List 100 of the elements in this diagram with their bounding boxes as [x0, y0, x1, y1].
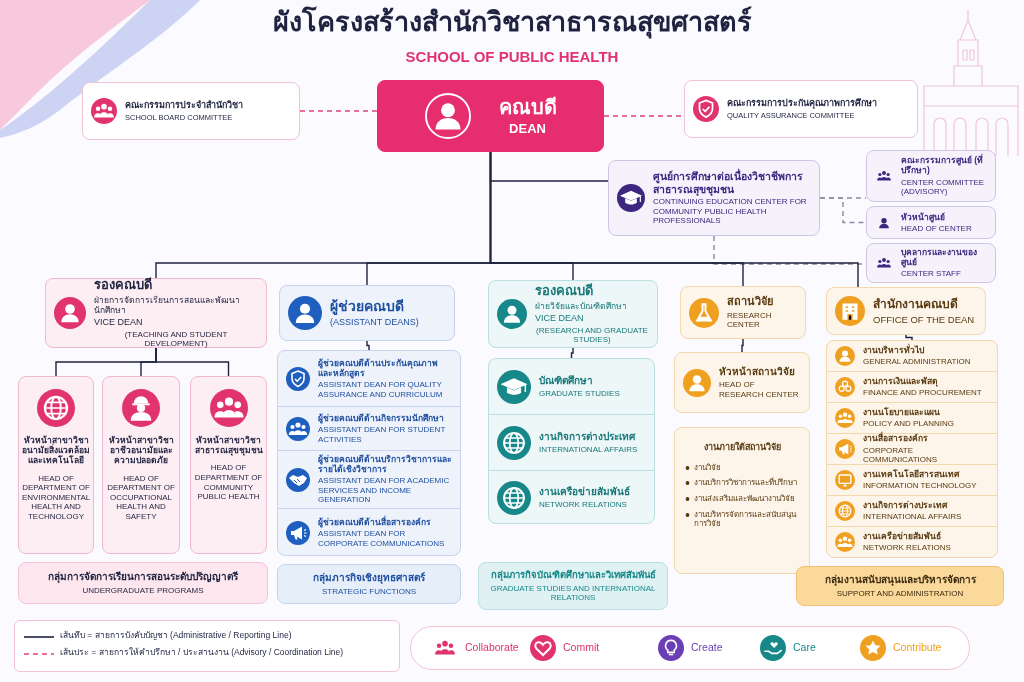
- node-title: หัวหน้าสาขาวิชาอาชีวอนามัยและความปลอดภัย: [107, 435, 175, 466]
- node-subtitle: (ASSISTANT DEANS): [330, 317, 419, 328]
- node-title: งานสื่อสารองค์กร: [863, 433, 929, 444]
- node-subtitle: CENTER COMMITTEE (ADVISORY): [901, 177, 986, 197]
- value-label: Care: [793, 641, 816, 654]
- node-title: งานการเงินและพัสดุ: [863, 376, 939, 387]
- node-subtitle: HEAD OF CENTER: [901, 223, 972, 234]
- list-row: [827, 434, 997, 465]
- list-panel: [488, 358, 655, 524]
- department-card: [190, 376, 267, 554]
- org-box: [684, 80, 918, 138]
- node-title: งานกิจการต่างประเทศ: [539, 430, 637, 443]
- department-card: [102, 376, 180, 554]
- node-title: หัวหน้าสาขาวิชาสาธารณสุขชุมชน: [194, 435, 263, 456]
- node-title: งานเครือข่ายสัมพันธ์: [863, 531, 942, 542]
- value-label: Contribute: [893, 641, 942, 654]
- value-label: Collaborate: [465, 641, 519, 654]
- org-box: [826, 287, 986, 335]
- connector-line: [570, 347, 574, 359]
- list-row: [827, 341, 997, 372]
- value-label: Create: [691, 641, 723, 654]
- node-title: งานบริหารทั่วไป: [863, 345, 925, 356]
- node-subtitle: VICE DEAN: [94, 317, 144, 328]
- dashed-connector: [299, 110, 378, 112]
- node-title: ผู้ช่วยคณบดีด้านกิจกรรมนักศึกษา: [318, 412, 445, 423]
- node-subtitle: CONTINUING EDUCATION CENTER FOR COMMUNITY PUBLIC HEALTH PROFESSIONALS: [653, 197, 808, 226]
- group-banner: [796, 566, 1004, 606]
- node-title: งานนโยบายและแผน: [863, 407, 941, 418]
- list-panel: [826, 340, 998, 558]
- connector-line: [155, 347, 230, 377]
- group-banner: [277, 564, 461, 604]
- node-title: ผู้ช่วยคณบดีด้านบริการวิชาการและรายได้เชิงวิชาการ: [318, 453, 452, 475]
- node-title: หัวหน้าศูนย์: [901, 211, 946, 222]
- node-subtitle: NETWORK RELATIONS: [863, 543, 951, 553]
- org-box: [45, 278, 267, 348]
- node-title: บัณฑิตศึกษา: [539, 374, 594, 387]
- node-subtitle: VICE DEAN: [535, 312, 585, 324]
- connector-line: [905, 334, 913, 341]
- node-title: รองคณบดี: [94, 277, 153, 293]
- group-banner: [478, 562, 668, 610]
- node-subtitle: INTERNATIONAL AFFAIRS: [863, 512, 962, 522]
- node-title: สำนักงานคณบดี: [873, 297, 959, 312]
- node-title: คณะกรรมการประจำสำนักวิชา: [125, 100, 243, 111]
- connector-line: [489, 151, 859, 288]
- node-subtitle: ฝ่ายการจัดการเรียนการสอนและพัฒนานักศึกษา: [94, 294, 241, 315]
- node-subtitle: INTERNATIONAL AFFAIRS: [539, 444, 638, 455]
- list-heading: งานภายใต้สถานวิจัย: [702, 442, 782, 453]
- banner-subtitle: UNDERGRADUATE PROGRAMS: [82, 585, 204, 596]
- node-title: คณะกรรมการศูนย์ (ที่ปรึกษา): [901, 155, 985, 176]
- legend-text: เส้นประ = สายการให้คำปรึกษา / ประสานงาน (Advisory / Coordination Line): [60, 647, 344, 658]
- node-subtitle: ASSISTANT DEAN FOR STUDENT ACTIVITIES: [318, 425, 447, 445]
- node-title: งานเครือข่ายสัมพันธ์: [539, 485, 630, 498]
- legend-text: เส้นทึบ = สายการบังคับบัญชา (Administrative / Reporting Line): [60, 630, 292, 641]
- node-subtitle: CENTER STAFF: [901, 269, 962, 279]
- node-title: ผู้ช่วยคณบดี: [330, 298, 405, 315]
- banner-subtitle: SUPPORT AND ADMINISTRATION: [836, 588, 964, 599]
- org-box: [866, 206, 996, 239]
- org-box: [82, 82, 300, 140]
- node-subtitle: ASSISTANT DEAN FOR CORPORATE COMMUNICATIONS: [318, 529, 446, 549]
- node-title: คณะกรรมการประกันคุณภาพการศึกษา: [727, 98, 877, 109]
- node-subtitle: RESEARCH CENTER: [727, 310, 773, 330]
- org-box: [866, 243, 996, 283]
- org-box: [608, 160, 820, 236]
- node-subtitle: ASSISTANT DEAN FOR QUALITY ASSURANCE AND CURRICULUM: [318, 380, 444, 400]
- node-title: หัวหน้าสถานวิจัย: [719, 365, 796, 378]
- node-subtitle: HEAD OF DEPARTMENT OF COMMUNITY PUBLIC HEALTH: [194, 463, 263, 502]
- dean-box: [377, 80, 604, 152]
- banner-title: กลุ่มภารกิจบัณฑิตศึกษาและวิเทศสัมพันธ์: [490, 569, 656, 581]
- node-title: รองคณบดี: [535, 283, 594, 299]
- node-subtitle: (TEACHING AND STUDENT DEVELOPMENT): [123, 329, 229, 349]
- banner-title: กลุ่มงานสนับสนุนและบริหารจัดการ: [824, 573, 976, 586]
- list-panel: [277, 350, 461, 556]
- list-row: [278, 451, 460, 509]
- org-box: [866, 150, 996, 202]
- org-box: [279, 285, 455, 341]
- node-title: หัวหน้าสาขาวิชาอนามัยสิ่งแวดล้อมและเทคโนโลยี: [22, 435, 90, 466]
- node-subtitle: POLICY AND PLANNING: [863, 419, 954, 429]
- banner-subtitle: GRADUATE STUDIES AND INTERNATIONAL RELATIONS: [489, 583, 657, 603]
- node-subtitle: DEAN: [509, 121, 546, 137]
- node-subtitle: FINANCE AND PROCUREMENT: [863, 388, 982, 398]
- org-box: [488, 280, 658, 348]
- node-subtitle: ฝ่ายวิจัยและบัณฑิตศึกษา: [535, 300, 628, 311]
- node-title: ศูนย์การศึกษาต่อเนื่องวิชาชีพการสาธารณสุขชุมชน: [653, 170, 804, 196]
- node-title: งานเทคโนโลยีสารสนเทศ: [863, 469, 961, 480]
- department-card: [18, 376, 94, 554]
- node-title: ผู้ช่วยคณบดีด้านประกันคุณภาพและหลักสูตร: [318, 357, 439, 379]
- value-label: Commit: [563, 641, 600, 654]
- connector-line: [366, 340, 370, 351]
- node-title: งานกิจการต่างประเทศ: [863, 500, 949, 511]
- group-banner: [18, 562, 268, 604]
- node-subtitle: CORPORATE COMMUNICATIONS: [863, 445, 939, 465]
- banner-subtitle: STRATEGIC FUNCTIONS: [321, 586, 417, 597]
- node-title: บุคลากรและงานของศูนย์: [901, 247, 978, 268]
- node-subtitle: HEAD OF RESEARCH CENTER: [719, 379, 800, 400]
- node-subtitle: ASSISTANT DEAN FOR ACADEMIC SERVICES AND INCOME GENERATION: [318, 476, 451, 506]
- node-title: สถานวิจัย: [727, 295, 774, 309]
- node-subtitle: HEAD OF DEPARTMENT OF ENVIRONMENTAL HEALTH AND TECHNOLOGY: [22, 473, 90, 522]
- task-list-box: [674, 427, 810, 574]
- node-subtitle: INFORMATION TECHNOLOGY: [863, 481, 977, 491]
- banner-title: กลุ่มการจัดการเรียนการสอนระดับปริญญาตรี: [48, 570, 238, 583]
